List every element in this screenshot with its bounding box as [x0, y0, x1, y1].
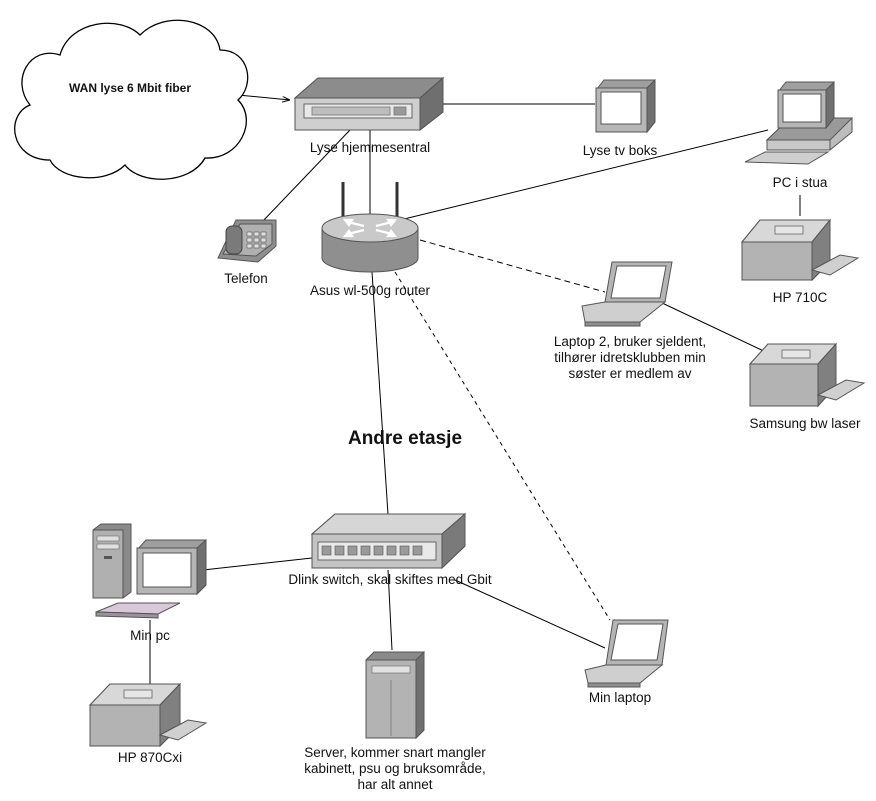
monitor-icon	[595, 78, 656, 134]
telephone-icon	[217, 219, 277, 263]
router-label: Asus wl-500g router	[309, 283, 431, 298]
printer-icon	[88, 682, 208, 748]
wan-label: WAN lyse 6 Mbit fiber	[68, 81, 192, 95]
link-switch-server	[387, 569, 393, 651]
hp710-label: HP 710C	[772, 290, 828, 305]
desktop-computer-icon	[744, 80, 854, 165]
network-box-icon	[293, 76, 445, 132]
wireless-router-icon	[321, 182, 419, 273]
link-router-laptop2	[419, 239, 606, 293]
pc-stua-label: PC i stua	[772, 175, 828, 190]
connections	[149, 94, 801, 686]
cloud-icon	[14, 19, 249, 180]
samsung-label: Samsung bw laser	[749, 416, 861, 431]
hjemmesentral-label: Lyse hjemmesentral	[309, 140, 431, 155]
switch-label: Dlink switch, skal skiftes med Gbit	[288, 572, 492, 587]
link-laptop2-samsung	[659, 301, 769, 354]
floor-label: Andre etasje	[347, 428, 463, 449]
server-label: Server, kommer snart mangler kabinett, p…	[304, 745, 486, 792]
server-tower-icon	[365, 650, 425, 740]
link-wan-hjemmesentral	[237, 94, 290, 100]
laptop-icon	[584, 619, 669, 688]
tvboks-label: Lyse tv boks	[582, 143, 658, 158]
telefon-label: Telefon	[224, 271, 268, 286]
laptop-icon	[581, 261, 673, 327]
switch-icon	[310, 512, 467, 570]
link-switch-minlaptop	[454, 579, 606, 649]
link-router-pcstua	[399, 129, 769, 221]
link-switch-minpc	[202, 557, 313, 571]
laptop2-label: Laptop 2, bruker sjeldent, tilhører idre…	[553, 334, 707, 381]
link-hjemmesentral-telefon	[261, 129, 351, 223]
printer-icon	[748, 342, 866, 408]
printer-icon	[740, 218, 860, 282]
min-pc-label: Min pc	[130, 628, 170, 643]
link-router-switch	[371, 271, 389, 515]
tower-computer-icon	[92, 523, 207, 619]
hp870-label: HP 870Cxi	[117, 750, 183, 765]
min-laptop-label: Min laptop	[588, 690, 652, 705]
